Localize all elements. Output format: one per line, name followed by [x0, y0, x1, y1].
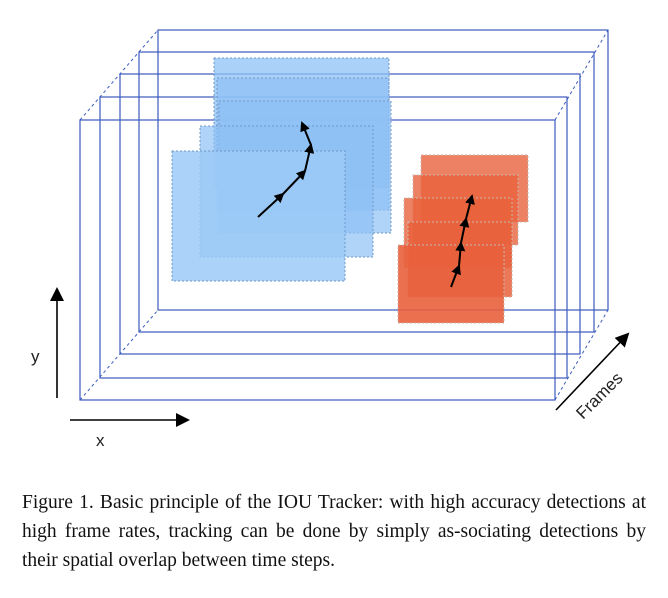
- blue-track: [257, 121, 315, 218]
- red-track-arrow-2: [455, 241, 466, 267]
- perspective-lines: [79, 29, 609, 401]
- frames-axis-label: Frames: [572, 369, 626, 423]
- x-axis-label: x: [96, 431, 105, 450]
- red-detections: [397, 154, 529, 324]
- blue-track-arrow-1: [257, 192, 285, 218]
- frame-1: [157, 29, 609, 311]
- y-axis-label: y: [31, 347, 40, 366]
- blue-track-arrow-3: [304, 143, 315, 172]
- blue-track-arrow-4: [300, 121, 312, 146]
- red-track-arrow-4: [465, 194, 475, 220]
- blue-track-arrow-2: [282, 169, 307, 195]
- red-track-arrow-3: [459, 217, 470, 244]
- axes: [50, 287, 630, 427]
- frame-2: [138, 51, 595, 333]
- figure-caption: Figure 1. Basic principle of the IOU Tra…: [22, 492, 646, 571]
- blue-detections: [171, 57, 392, 282]
- red-track-arrow-1: [450, 264, 461, 288]
- red-track: [450, 194, 475, 288]
- iou-tracker-diagram: y x Frames: [31, 29, 630, 450]
- red-detection-5: [397, 244, 505, 324]
- frames-axis-arrow: [555, 332, 630, 411]
